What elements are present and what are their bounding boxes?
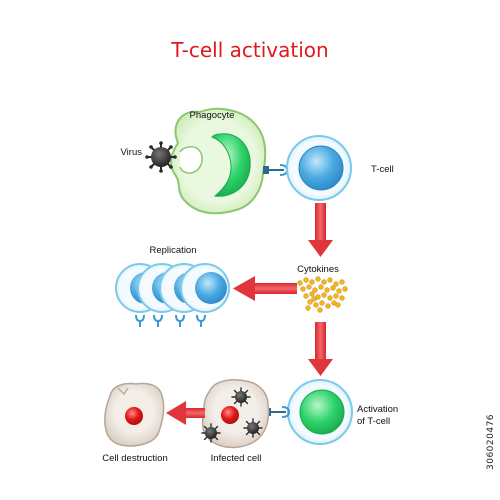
- cytokine-dot: [315, 276, 321, 282]
- phagosome: [179, 146, 203, 174]
- cytokine-dot: [325, 303, 331, 309]
- cytokine-dot: [317, 307, 323, 313]
- cytokine-dot: [327, 277, 333, 283]
- activation-label-line2: of T-cell: [357, 416, 390, 427]
- virus-icon: [144, 140, 178, 174]
- cytokines-label: Cytokines: [297, 264, 339, 275]
- arrow-left-replication: [233, 276, 297, 301]
- cytokine-dot: [324, 287, 330, 293]
- cytokine-dot: [330, 285, 336, 291]
- virus-icon: [201, 423, 221, 443]
- cytokine-dot: [336, 288, 342, 294]
- phagocyte-nucleus: [211, 133, 251, 197]
- cytokine-dot: [321, 279, 327, 285]
- replicated-t-cell: [180, 263, 230, 328]
- stock-watermark-id: 306020476: [486, 360, 498, 470]
- cytokine-dot: [333, 281, 339, 287]
- destroyed-cell: [104, 382, 165, 447]
- diagram-title: T-cell activation: [170, 38, 328, 62]
- arrow-down-1: [308, 203, 333, 257]
- cytokine-dot: [339, 295, 345, 301]
- infected-cell-label: Infected cell: [211, 453, 262, 464]
- cytokine-dot: [303, 277, 309, 283]
- replicated-t-cells: [115, 263, 230, 328]
- activated-t-cell-nucleus: [299, 389, 345, 435]
- cytokine-dot: [297, 280, 303, 286]
- cell-destruction-label: Cell destruction: [102, 453, 167, 464]
- t-cell: [286, 135, 352, 201]
- cytokine-dot: [305, 305, 311, 311]
- cytokines-cluster: [297, 276, 348, 313]
- activated-t-cell: [287, 379, 353, 445]
- arrow-left-destruction: [166, 401, 205, 425]
- cytokine-dot: [311, 296, 317, 302]
- t-cell-label: T-cell: [371, 164, 394, 175]
- virus-icon: [231, 387, 251, 407]
- virus-label: Virus: [121, 147, 143, 158]
- infected-cell-nucleus: [221, 406, 239, 424]
- cytokine-dot: [307, 299, 313, 305]
- cytokine-dot: [321, 292, 327, 298]
- cytokine-dot: [339, 279, 345, 285]
- phagocyte-cell: [170, 107, 267, 215]
- cytokine-dot: [318, 284, 324, 290]
- destroyed-cell-nucleus: [125, 407, 143, 425]
- receptor-connector: [263, 164, 289, 176]
- arrow-down-2: [308, 322, 333, 376]
- cytokine-dot: [300, 286, 306, 292]
- replication-label: Replication: [150, 245, 197, 256]
- phagocyte-label: Phagocyte: [190, 110, 235, 121]
- cytokine-dot: [309, 279, 315, 285]
- cytokine-dot: [335, 302, 341, 308]
- cytokine-dot: [303, 293, 309, 299]
- cytokine-dot: [312, 287, 318, 293]
- watermark-text: 306020476: [486, 413, 496, 470]
- cytokine-dot: [306, 284, 312, 290]
- virus-icon: [243, 418, 263, 438]
- cytokine-dot: [342, 286, 348, 292]
- cytokine-dot: [313, 302, 319, 308]
- cytokine-dot: [327, 295, 333, 301]
- activation-label-line1: Activation: [357, 404, 398, 415]
- t-cell-nucleus: [298, 145, 344, 191]
- cytokine-dot: [309, 291, 315, 297]
- cytokine-dot: [333, 293, 339, 299]
- infected-cell: [201, 379, 270, 449]
- cytokine-dot: [319, 300, 325, 306]
